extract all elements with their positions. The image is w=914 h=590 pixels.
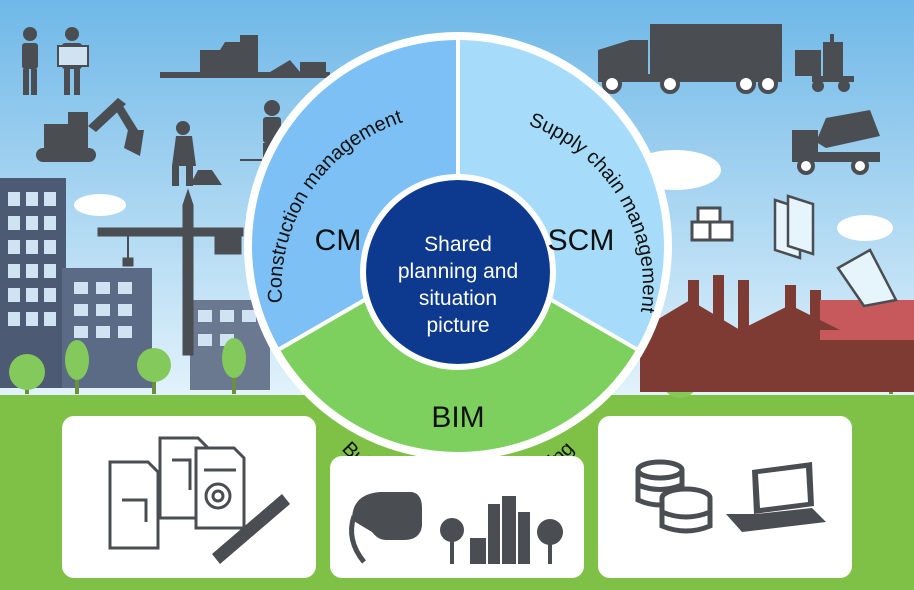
center-line-4: picture bbox=[426, 314, 489, 337]
worker-shovel-icon bbox=[172, 121, 222, 186]
data-panel bbox=[598, 416, 852, 578]
center-line-2: planning and bbox=[398, 260, 518, 283]
bim-abbreviation: BIM bbox=[431, 401, 484, 434]
forklift-icon bbox=[795, 34, 854, 92]
blueprints-icon bbox=[108, 436, 246, 550]
glass-panes-icon bbox=[773, 194, 898, 308]
cm-abbreviation: CM bbox=[315, 224, 362, 257]
engineers-icon bbox=[22, 27, 89, 95]
blueprints-panel bbox=[62, 416, 316, 578]
database-icon bbox=[635, 459, 713, 534]
ruler-icon bbox=[212, 494, 290, 564]
center-line-3: situation bbox=[419, 287, 497, 310]
excavator-icon bbox=[36, 98, 144, 162]
factory-icon bbox=[640, 275, 914, 392]
vr-city-panel bbox=[330, 456, 584, 578]
concrete-mixer-icon bbox=[792, 110, 880, 175]
truck-icon bbox=[598, 24, 782, 94]
city-model-icon bbox=[440, 496, 563, 564]
scm-abbreviation: SCM bbox=[548, 224, 615, 257]
tower-crane-icon bbox=[97, 188, 244, 356]
center-circle bbox=[366, 180, 550, 364]
boxes-icon bbox=[690, 206, 734, 242]
laptop-icon bbox=[726, 462, 826, 532]
center-line-1: Shared bbox=[424, 233, 492, 256]
vr-headset-icon bbox=[349, 492, 422, 564]
demolished-building-icon bbox=[160, 35, 330, 78]
